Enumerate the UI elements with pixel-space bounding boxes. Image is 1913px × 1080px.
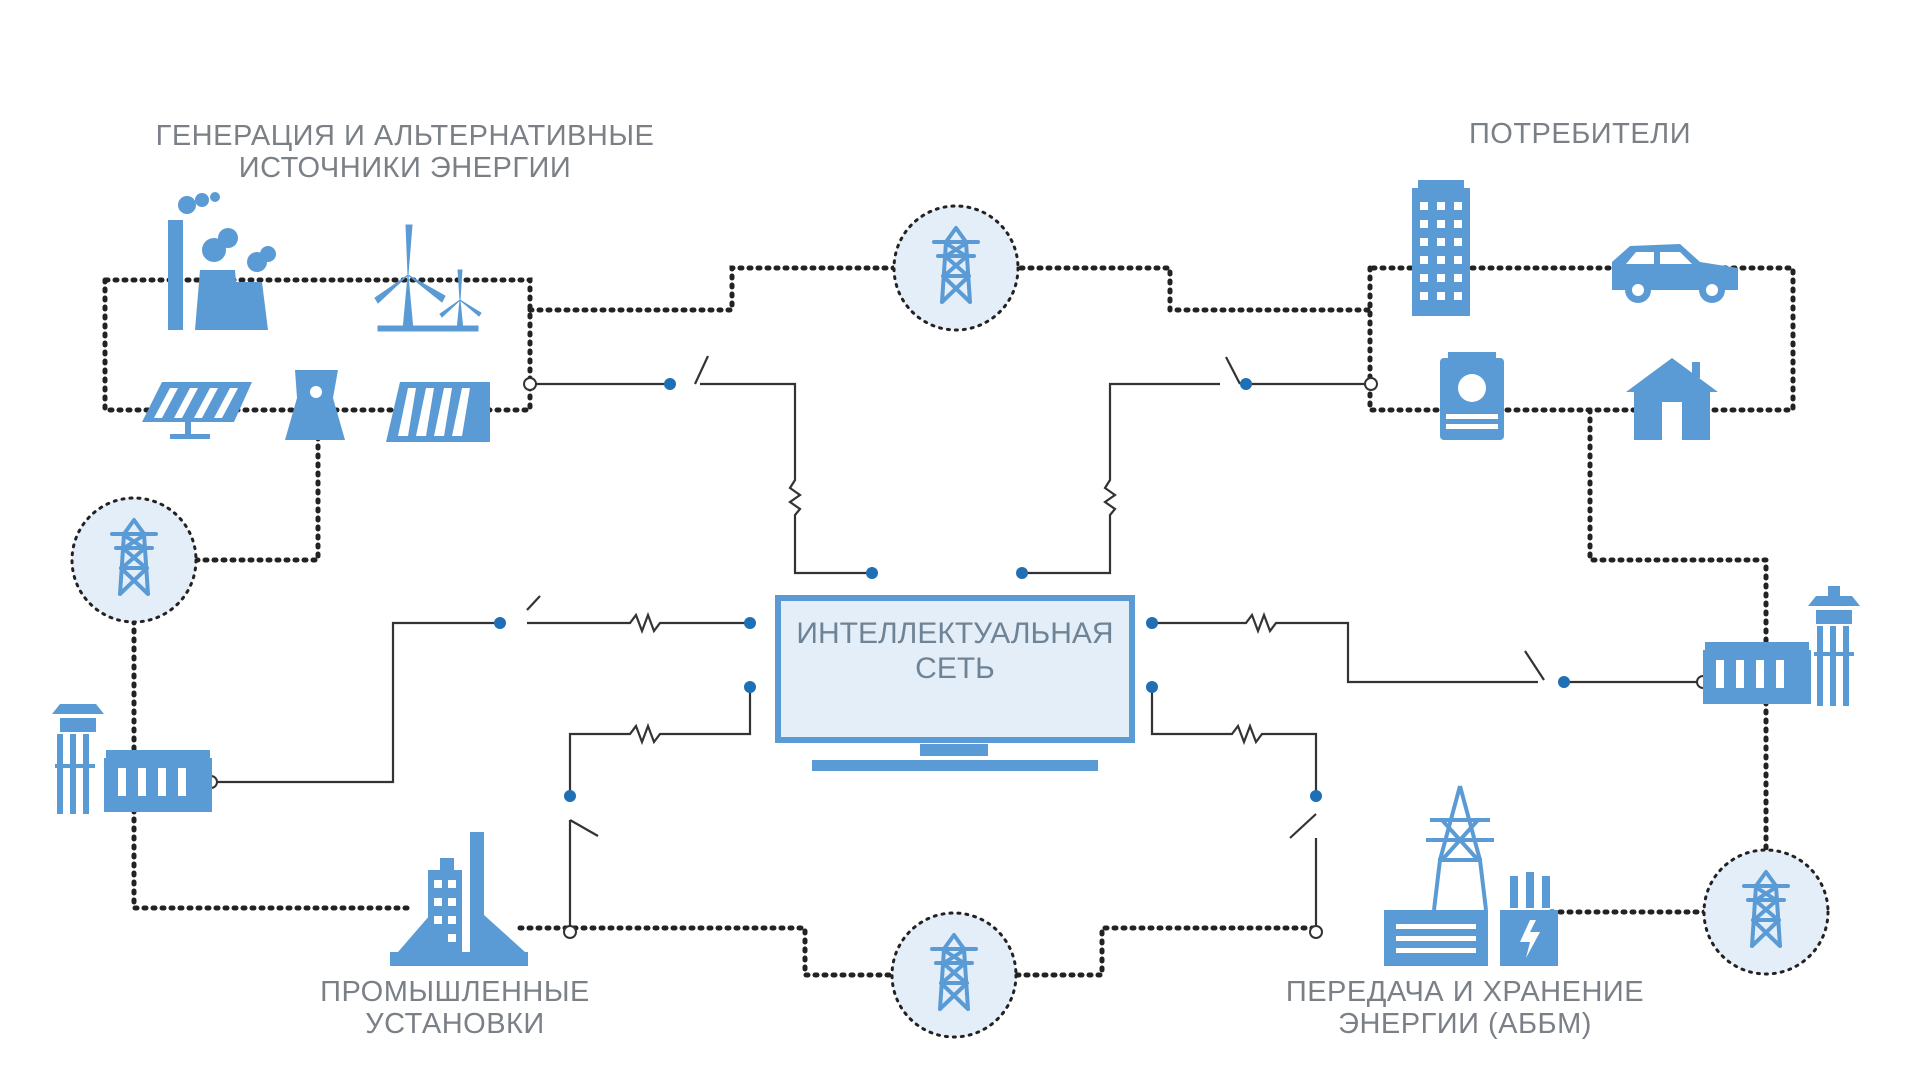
transmission-storage-icon	[1384, 785, 1558, 966]
tower-node-top	[892, 204, 1020, 332]
house-icon	[1626, 358, 1718, 440]
industrial-label-line2: УСТАНОВКИ	[365, 1008, 545, 1040]
generation-label-line1: ГЕНЕРАЦИЯ И АЛЬТЕРНАТИВНЫЕ	[155, 120, 655, 152]
center-label-line1: ИНТЕЛЛЕКТУАЛЬНАЯ	[796, 617, 1114, 650]
car-icon	[1612, 244, 1738, 303]
office-building-icon	[1412, 180, 1470, 316]
generation-label-line2: ИСТОЧНИКИ ЭНЕРГИИ	[238, 152, 572, 184]
substation-right-icon	[1703, 586, 1860, 706]
tower-node-bottom	[890, 911, 1018, 1039]
center-label: ИНТЕЛЛЕКТУАЛЬНАЯ СЕТЬ	[778, 616, 1132, 686]
wind-turbines-icon	[374, 224, 482, 332]
battery-unit-icon	[1440, 352, 1504, 440]
transmission-label: ПЕРЕДАЧА И ХРАНЕНИЕ ЭНЕРГИИ (АББМ)	[1255, 976, 1675, 1040]
transmission-label-line2: ЭНЕРГИИ (АББМ)	[1338, 1008, 1592, 1040]
smart-grid-monitor	[775, 595, 1135, 771]
consumers-label-text: ПОТРЕБИТЕЛИ	[1468, 118, 1692, 150]
solar-panel-icon	[142, 382, 252, 439]
nuclear-plant-icon	[285, 370, 345, 440]
substation-left-icon	[52, 704, 212, 814]
tower-node-left	[70, 496, 198, 624]
solid-control-wires	[217, 355, 1703, 932]
consumers-label: ПОТРЕБИТЕЛИ	[1420, 118, 1740, 150]
connection-nodes	[494, 378, 1570, 802]
generation-label: ГЕНЕРАЦИЯ И АЛЬТЕРНАТИВНЫЕ ИСТОЧНИКИ ЭНЕ…	[150, 120, 660, 184]
industrial-label: ПРОМЫШЛЕННЫЕ УСТАНОВКИ	[300, 976, 610, 1040]
tower-node-right	[1702, 848, 1830, 976]
hydro-dam-icon	[386, 382, 490, 442]
thermal-plant-icon	[168, 192, 276, 330]
factory-icon	[390, 832, 528, 966]
transmission-label-line1: ПЕРЕДАЧА И ХРАНЕНИЕ	[1285, 976, 1645, 1008]
center-label-line2: СЕТЬ	[915, 652, 995, 685]
industrial-label-line1: ПРОМЫШЛЕННЫЕ	[320, 976, 590, 1008]
